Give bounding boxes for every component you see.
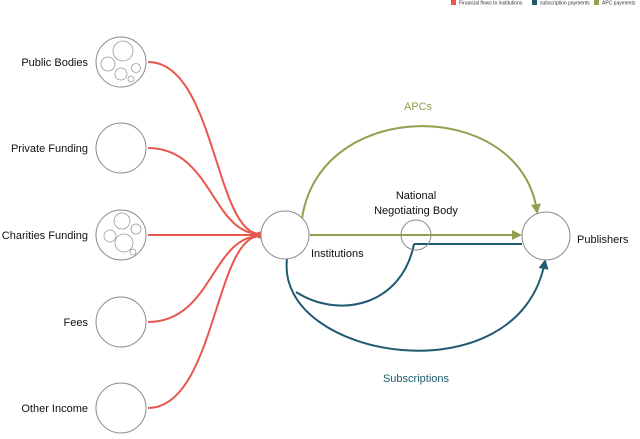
institutions-node: [260, 210, 310, 260]
legend: Financial flows to institutions subscrip…: [451, 0, 636, 7]
flow-fees: [147, 235, 261, 323]
flow-public-bodies: [147, 61, 261, 235]
legend-label-financial: Financial flows to institutions: [459, 1, 523, 7]
publishers-node: [521, 211, 571, 261]
subscriptions-label: Subscriptions: [383, 373, 450, 385]
subscription-via-negotiator: [295, 243, 415, 307]
subscription-arc: [285, 258, 549, 352]
source-node-charities-funding: [95, 209, 147, 261]
flow-other-income: [147, 235, 261, 409]
national-body-label-line2: Negotiating Body: [374, 205, 458, 217]
legend-swatch-apc: [594, 0, 599, 5]
legend-swatch-subscription: [532, 0, 537, 5]
source-label-fees: Fees: [64, 317, 89, 329]
institutions-label: Institutions: [311, 248, 364, 260]
source-label-other-income: Other Income: [21, 403, 88, 415]
financial-flows: [147, 61, 261, 409]
source-node-fees: [95, 296, 147, 348]
source-node-other-income: [95, 382, 147, 434]
national-body-label-line1: National: [396, 190, 436, 202]
national-negotiating-body-node: [400, 219, 432, 251]
flow-private-funding: [147, 147, 261, 235]
legend-swatch-financial: [451, 0, 456, 5]
source-label-public-bodies: Public Bodies: [21, 57, 88, 69]
apcs-label: APCs: [404, 101, 433, 113]
apc-arc: [300, 125, 541, 229]
source-label-private-funding: Private Funding: [11, 143, 88, 155]
legend-label-apc: APC payments: [602, 1, 636, 7]
source-node-private-funding: [95, 122, 147, 174]
legend-label-subscription: subscription payments: [540, 1, 590, 7]
source-node-public-bodies: [95, 36, 147, 88]
source-label-charities-funding: Charities Funding: [2, 230, 88, 242]
publishers-label: Publishers: [577, 234, 629, 246]
